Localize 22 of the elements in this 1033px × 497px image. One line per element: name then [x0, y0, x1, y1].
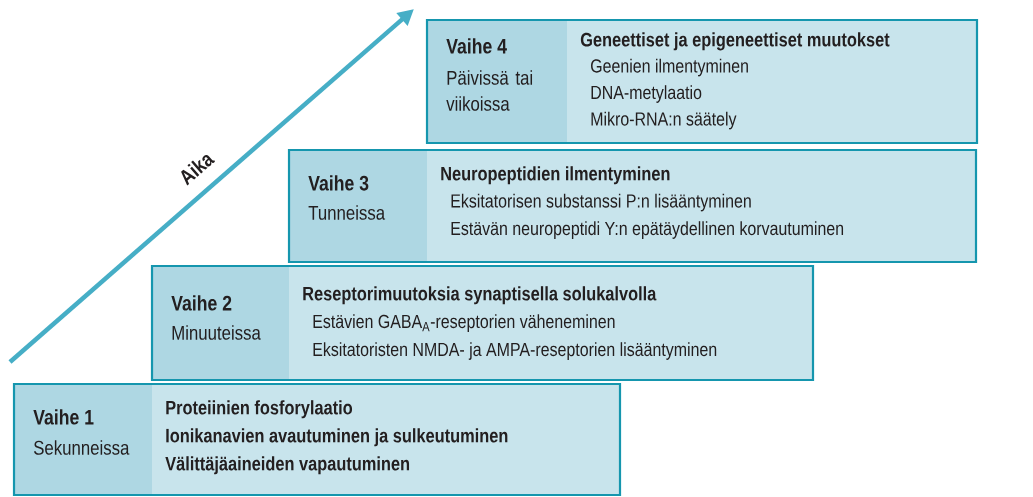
- stage-heading: Geneettiset ja epigeneettiset muutokset: [580, 32, 890, 51]
- stage-item: Eksitatorisen substanssi P:n lisääntyminen: [451, 193, 751, 212]
- stage-item: Estävien GABA$_{A}$-reseptorien väheneminen: [313, 314, 615, 332]
- stage-number: Vaihe 1: [33, 409, 94, 425]
- axis-label: Aika: [181, 155, 215, 186]
- stage-item: Eksitatoristen NMDA- ja AMPA-reseptorien lisääntyminen: [313, 342, 717, 360]
- stage-number: Vaihe 2: [171, 295, 232, 311]
- stage-duration: Sekunneissa: [34, 440, 130, 455]
- stage-duration: Päivissä tai viikoissa: [446, 70, 532, 111]
- process-item: Välittäjäaineiden vapautuminen: [165, 456, 410, 475]
- stage-item: Mikro-RNA:n säätely: [591, 111, 737, 130]
- stage-number: Vaihe 3: [308, 175, 369, 191]
- stage-heading: Neuropeptidien ilmentyminen: [441, 166, 670, 185]
- stage-item: DNA-metylaatio: [591, 85, 702, 103]
- stage-item: Geenien ilmentyminen: [591, 58, 748, 77]
- stage-number: Vaihe 4: [446, 38, 507, 54]
- stage-heading: Reseptorimuutoksia synaptisella solukalvolla: [303, 286, 657, 305]
- stage-item: Estävän neuropeptidi Y:n epätäydellinen korvautuminen: [451, 221, 844, 239]
- stage-duration: Minuuteissa: [172, 325, 261, 340]
- process-item: Proteiinien fosforylaatio: [166, 400, 353, 419]
- process-item: Ionikanavien avautuminen ja sulkeutuminen: [166, 428, 508, 447]
- stage-duration: Tunneissa: [308, 205, 386, 220]
